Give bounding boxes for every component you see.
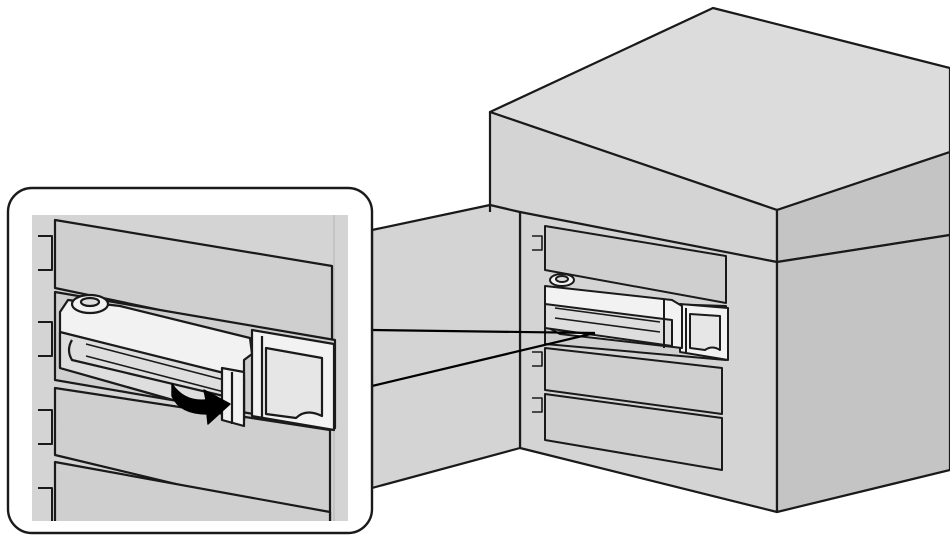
enclosure-left-wall [370,203,522,490]
enclosure-lid-side [775,150,950,264]
callout-connector-lines [371,328,596,388]
curved-arrow-icon [171,383,231,425]
nas-enclosure [370,6,950,514]
enclosure-side-face [775,233,950,514]
detail-callout [6,186,374,535]
enclosure-bay-3 [544,347,723,415]
